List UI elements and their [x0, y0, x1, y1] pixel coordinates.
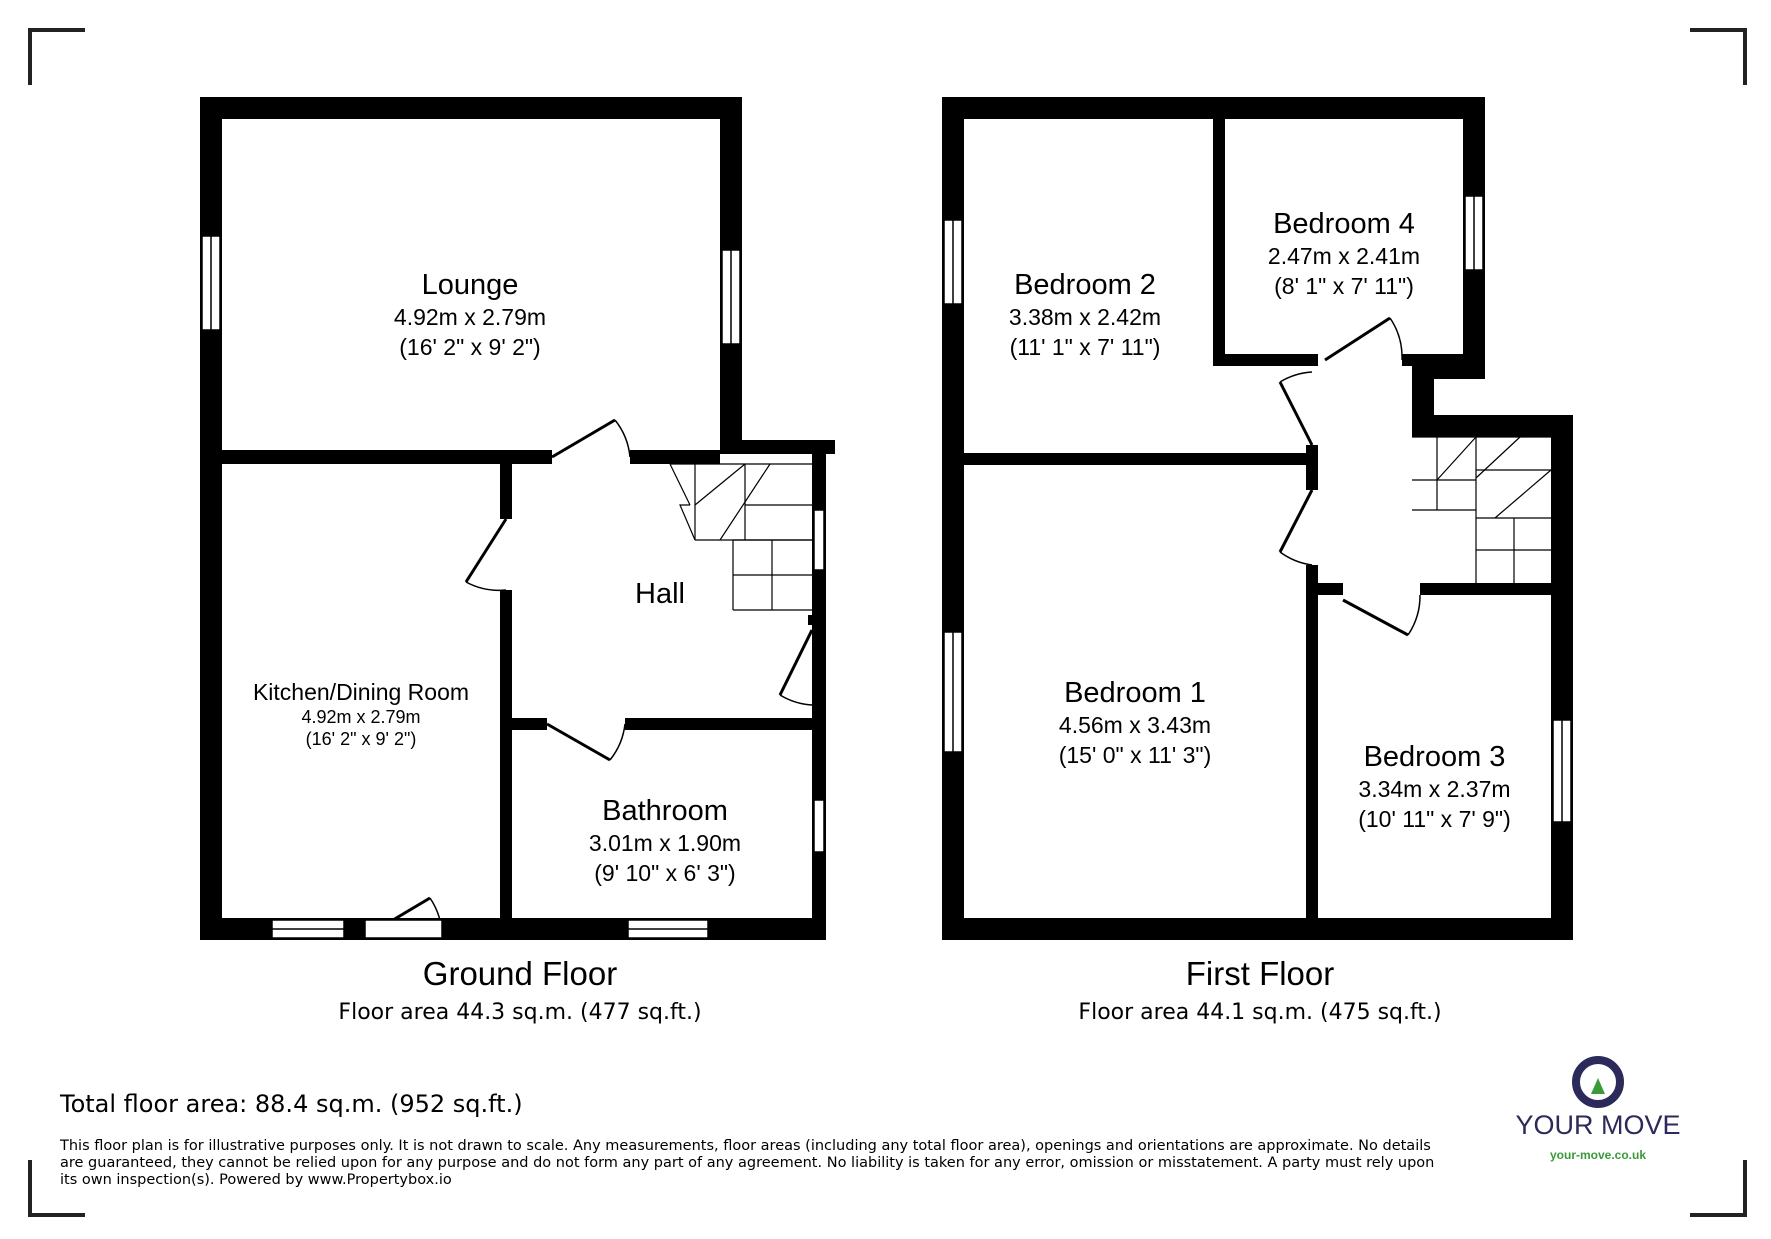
window-hall-right: [813, 509, 825, 571]
room-kitchen: Kitchen/Dining Room 4.92m x 2.79m (16' 2…: [222, 678, 500, 750]
ground-floor-doors: [364, 418, 814, 939]
first-floor-walls: [942, 97, 1573, 940]
room-metric: 4.92m x 2.79m: [301, 707, 421, 727]
room-bedroom3: Bedroom 3 3.34m x 2.37m (10' 11" x 7' 9"…: [1318, 740, 1551, 834]
room-name: Bedroom 1: [1064, 677, 1206, 709]
first-floor-doors: [1278, 316, 1421, 637]
crop-mark-top-left: [28, 28, 85, 85]
room-bedroom4: Bedroom 4 2.47m x 2.41m (8' 1" x 7' 11"): [1225, 207, 1463, 301]
first-floor-title: First Floor: [1185, 955, 1335, 992]
logo-url[interactable]: your-move.co.uk: [1549, 1148, 1647, 1162]
room-name: Bedroom 2: [1014, 269, 1156, 301]
ground-floor-stairs: [669, 463, 812, 611]
room-bedroom1: Bedroom 1 4.56m x 3.43m (15' 0" x 11' 3"…: [1010, 676, 1260, 770]
crop-mark-bottom-left: [28, 1160, 85, 1217]
room-metric: 3.34m x 2.37m: [1358, 776, 1511, 802]
room-bathroom: Bathroom 3.01m x 1.90m (9' 10" x 6' 3"): [545, 794, 785, 888]
total-floor-area: Total floor area: 88.4 sq.m. (952 sq.ft.…: [60, 1090, 523, 1118]
logo-name: YOUR MOVE: [1515, 1110, 1681, 1140]
room-metric: 4.56m x 3.43m: [1058, 712, 1212, 738]
room-metric: 3.01m x 1.90m: [588, 830, 742, 856]
room-name: Bedroom 4: [1273, 208, 1415, 240]
room-imperial: (15' 0" x 11' 3"): [1058, 742, 1212, 768]
room-metric: 3.38m x 2.42m: [1008, 304, 1162, 330]
room-metric: 2.47m x 2.41m: [1267, 243, 1421, 269]
room-name: Lounge: [421, 269, 519, 301]
window-bathroom-right: [813, 799, 825, 853]
room-imperial: (9' 10" x 6' 3"): [594, 860, 736, 886]
room-hall: Hall: [600, 577, 720, 611]
room-name: Kitchen/Dining Room: [252, 679, 470, 705]
ground-floor-area: Floor area 44.3 sq.m. (477 sq.ft.): [338, 1000, 702, 1025]
room-imperial: (8' 1" x 7' 11"): [1274, 273, 1414, 299]
room-imperial: (10' 11" x 7' 9"): [1358, 806, 1511, 832]
crop-mark-top-right: [1690, 28, 1747, 85]
ground-floor-windows: [201, 235, 825, 939]
room-name: Bedroom 3: [1363, 741, 1506, 773]
disclaimer: This floor plan is for illustrative purp…: [60, 1138, 1435, 1188]
room-imperial: (11' 1" x 7' 11"): [1009, 334, 1161, 360]
room-bedroom2: Bedroom 2 3.38m x 2.42m (11' 1" x 7' 11"…: [970, 268, 1200, 362]
your-move-logo-icon: [1572, 1056, 1624, 1108]
room-metric: 4.92m x 2.79m: [393, 304, 547, 330]
first-floor-area: Floor area 44.1 sq.m. (475 sq.ft.): [1078, 1000, 1442, 1025]
ground-floor-title: Ground Floor: [422, 955, 618, 992]
room-lounge: Lounge 4.92m x 2.79m (16' 2" x 9' 2"): [340, 268, 600, 362]
room-imperial: (16' 2" x 9' 2"): [399, 334, 541, 360]
first-floor-windows: [943, 195, 1572, 823]
crop-mark-bottom-right: [1690, 1160, 1747, 1217]
first-floor-stairs: [1412, 436, 1552, 583]
room-name: Bathroom: [602, 795, 728, 827]
room-imperial: (16' 2" x 9' 2"): [305, 729, 417, 749]
room-name: Hall: [635, 578, 685, 610]
